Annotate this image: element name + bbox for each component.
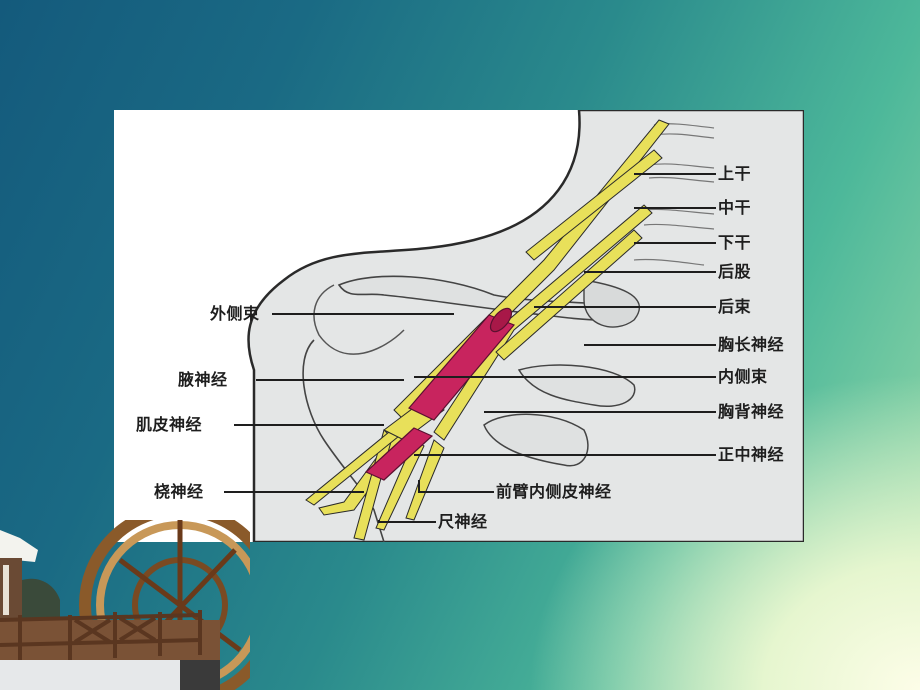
label-lateral-cord: 外侧束: [210, 304, 260, 323]
brachial-plexus-figure: 上干 中干 下干 后股 后束 胸长神经 内侧束 胸背神经 正中神经 外侧束 腋神…: [114, 110, 804, 542]
label-long-thoracic-nerve: 胸长神经: [718, 335, 785, 354]
anatomy-illustration: [224, 110, 804, 542]
label-ulnar-nerve: 尺神经: [438, 512, 488, 531]
label-axillary-nerve: 腋神经: [178, 370, 228, 389]
label-inferior-trunk: 下干: [718, 233, 752, 252]
label-median-nerve: 正中神经: [718, 445, 785, 464]
water-wheel-decoration: [0, 520, 250, 690]
label-musculocutaneous-nerve: 肌皮神经: [136, 415, 203, 434]
label-thoracodorsal-nerve: 胸背神经: [718, 402, 785, 421]
label-posterior-division: 后股: [718, 262, 752, 281]
label-posterior-cord: 后束: [718, 297, 752, 316]
label-radial-nerve: 桡神经: [154, 482, 204, 501]
label-medial-antebrachial-cutaneous-nerve: 前臂内侧皮神经: [496, 482, 612, 501]
label-superior-trunk: 上干: [718, 164, 752, 183]
label-medial-cord: 内侧束: [718, 367, 768, 386]
label-middle-trunk: 中干: [718, 198, 752, 217]
